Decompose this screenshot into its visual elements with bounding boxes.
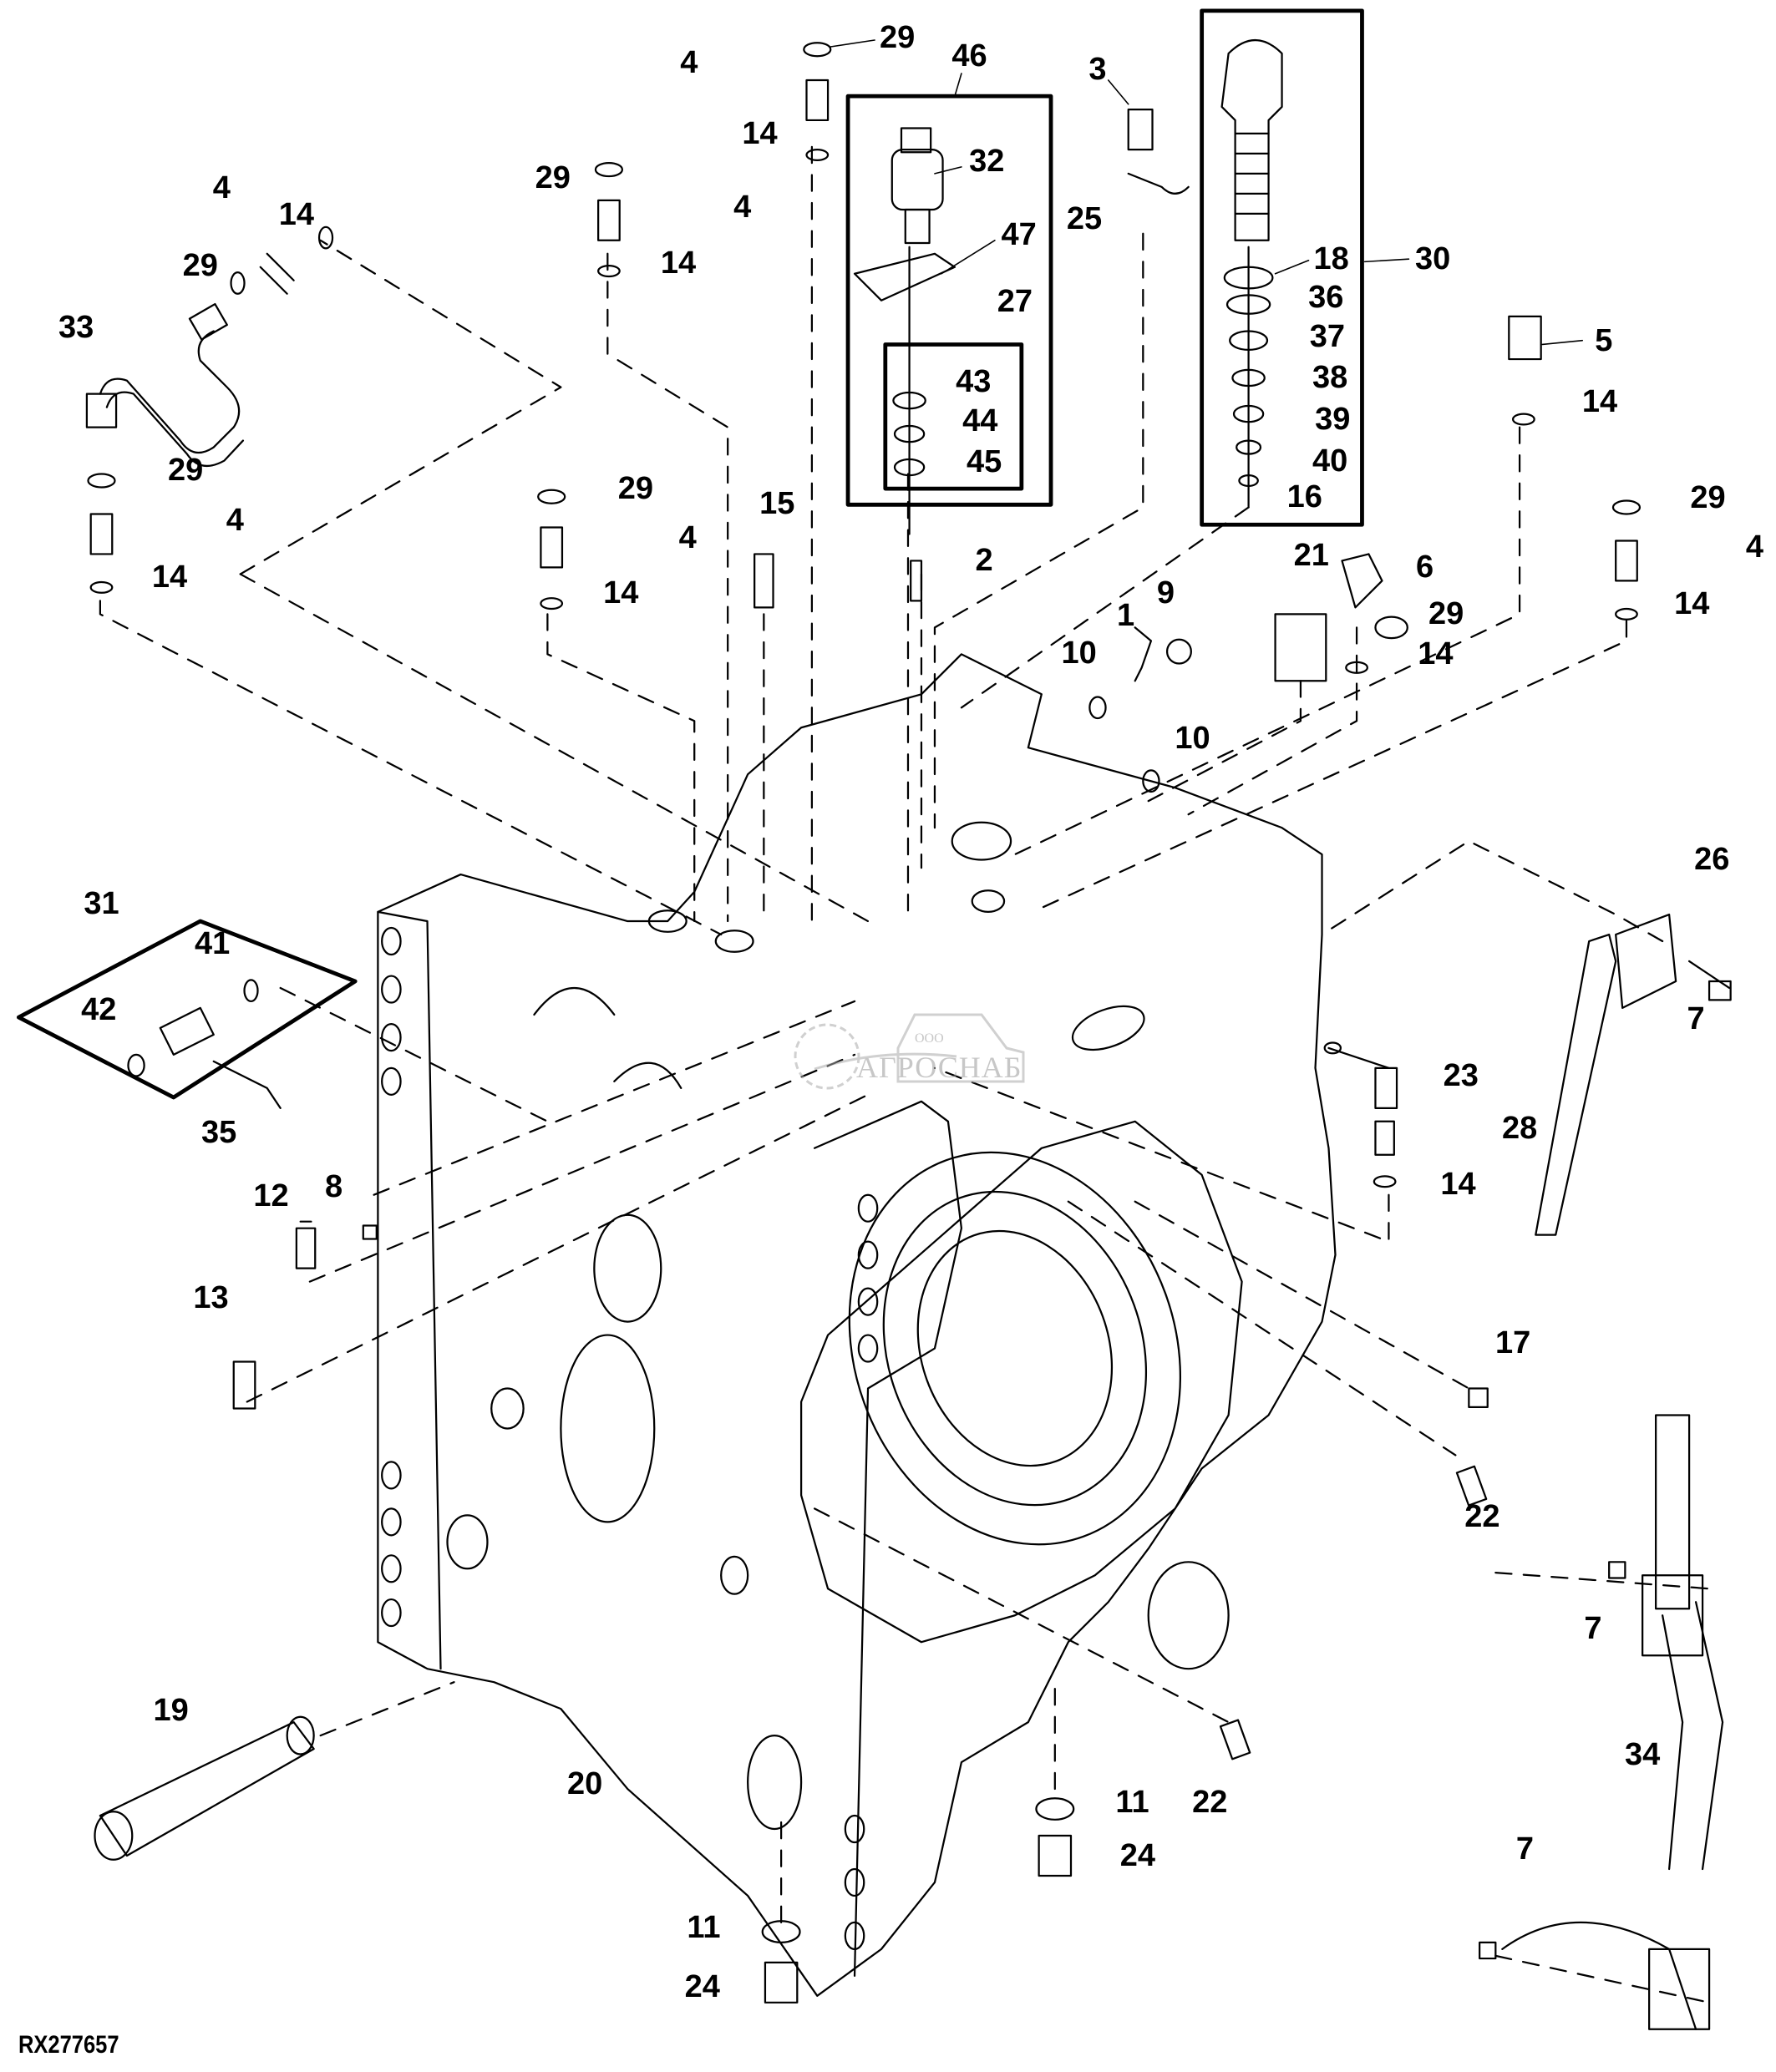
callout-6[interactable]: 6 [1416, 550, 1434, 585]
callout-42[interactable]: 42 [81, 991, 117, 1027]
callout-11[interactable]: 11 [687, 1910, 721, 1946]
callout-20[interactable]: 20 [567, 1766, 603, 1801]
callout-10[interactable]: 10 [1175, 721, 1210, 757]
callout-14[interactable]: 14 [603, 575, 639, 610]
callout-24[interactable]: 24 [1119, 1838, 1156, 1874]
callout-45[interactable]: 45 [966, 444, 1002, 480]
callout-29[interactable]: 29 [1690, 480, 1726, 516]
transmission-housing [377, 653, 1337, 1997]
watermark-prefix: ООО [915, 1031, 944, 1046]
callout-33[interactable]: 33 [58, 309, 94, 345]
assembly-lines [99, 145, 1711, 2004]
drain-plugs [761, 1797, 1075, 2004]
callout-28[interactable]: 28 [1501, 1110, 1538, 1146]
callout-36[interactable]: 36 [1308, 280, 1344, 316]
dipstick-tube-26 [1535, 913, 1732, 1236]
housing-bolt-holes [381, 926, 879, 1950]
callout-11[interactable]: 11 [1115, 1785, 1149, 1821]
callout-3[interactable]: 3 [1088, 52, 1107, 88]
callout-13[interactable]: 13 [193, 1279, 229, 1315]
callout-30[interactable]: 30 [1415, 241, 1451, 277]
callout-43[interactable]: 43 [956, 364, 992, 400]
small-parts-right [1219, 1041, 1626, 1960]
callout-14[interactable]: 14 [742, 115, 778, 151]
kit-boxes [16, 8, 1364, 1100]
callout-21[interactable]: 21 [1293, 538, 1329, 573]
solenoid-32 [853, 127, 957, 535]
callout-4[interactable]: 4 [680, 45, 698, 81]
callout-14[interactable]: 14 [1418, 636, 1454, 672]
callout-16[interactable]: 16 [1286, 479, 1322, 514]
watermark-brand: АГРОСНАБ [856, 1051, 1022, 1084]
pipe-33 [85, 302, 245, 468]
callout-4[interactable]: 4 [226, 503, 244, 539]
callout-47[interactable]: 47 [1001, 217, 1037, 253]
valve-assembly-31 [127, 979, 282, 1109]
callout-27[interactable]: 27 [997, 284, 1033, 320]
left-plugs [232, 1220, 378, 1410]
callout-22[interactable]: 22 [1464, 1498, 1500, 1534]
callout-2[interactable]: 2 [975, 543, 993, 579]
fittings [87, 42, 1642, 793]
callout-14[interactable]: 14 [660, 245, 697, 281]
callout-31[interactable]: 31 [84, 886, 119, 922]
callout-4[interactable]: 4 [212, 170, 231, 206]
dipstick-tube-34 [1501, 1414, 1724, 2030]
callout-4[interactable]: 4 [733, 189, 752, 225]
callout-1[interactable]: 1 [1116, 597, 1135, 633]
callout-15[interactable]: 15 [759, 485, 795, 521]
callout-25[interactable]: 25 [1066, 201, 1103, 237]
callout-29[interactable]: 29 [880, 19, 916, 55]
callout-40[interactable]: 40 [1312, 443, 1348, 479]
callout-4[interactable]: 4 [1745, 529, 1763, 565]
callout-9[interactable]: 9 [1156, 575, 1175, 610]
callout-7[interactable]: 7 [1687, 1001, 1705, 1036]
callout-4[interactable]: 4 [678, 520, 697, 556]
callout-18[interactable]: 18 [1313, 241, 1349, 277]
callout-39[interactable]: 39 [1315, 401, 1351, 437]
callout-41[interactable]: 41 [195, 926, 231, 962]
callout-22[interactable]: 22 [1192, 1785, 1228, 1821]
callout-14[interactable]: 14 [151, 559, 188, 595]
callout-23[interactable]: 23 [1443, 1058, 1479, 1094]
callout-34[interactable]: 34 [1625, 1736, 1661, 1772]
callout-7[interactable]: 7 [1584, 1611, 1602, 1647]
callout-46[interactable]: 46 [951, 38, 987, 74]
valve-30 [1220, 38, 1283, 509]
filter-19 [94, 1715, 315, 1861]
callout-38[interactable]: 38 [1312, 360, 1348, 396]
callout-14[interactable]: 14 [1581, 384, 1618, 420]
callout-7[interactable]: 7 [1515, 1831, 1535, 1867]
callout-10[interactable]: 10 [1061, 635, 1097, 671]
callout-29[interactable]: 29 [168, 452, 204, 488]
callout-29[interactable]: 29 [535, 160, 571, 195]
callout-24[interactable]: 24 [684, 1968, 720, 2004]
watermark-logo: ООО АГРОСНАБ [789, 998, 1040, 1098]
callout-12[interactable]: 12 [253, 1178, 289, 1214]
callout-29[interactable]: 29 [182, 248, 218, 284]
leader-lines [830, 39, 1584, 346]
callout-8[interactable]: 8 [325, 1169, 343, 1205]
callout-5[interactable]: 5 [1595, 322, 1613, 358]
callout-37[interactable]: 37 [1309, 318, 1346, 354]
callout-14[interactable]: 14 [278, 197, 314, 233]
callout-32[interactable]: 32 [969, 144, 1005, 180]
callout-19[interactable]: 19 [153, 1692, 189, 1728]
callout-35[interactable]: 35 [201, 1114, 237, 1150]
callout-29[interactable]: 29 [1428, 596, 1464, 632]
callout-26[interactable]: 26 [1694, 842, 1730, 878]
callout-14[interactable]: 14 [1674, 585, 1710, 621]
callout-17[interactable]: 17 [1494, 1325, 1531, 1361]
callout-29[interactable]: 29 [617, 471, 654, 507]
callout-14[interactable]: 14 [1440, 1166, 1476, 1202]
tractor-logo-icon [794, 1013, 1025, 1090]
figure-id: RX277657 [18, 2031, 119, 2059]
callout-44[interactable]: 44 [962, 403, 998, 438]
